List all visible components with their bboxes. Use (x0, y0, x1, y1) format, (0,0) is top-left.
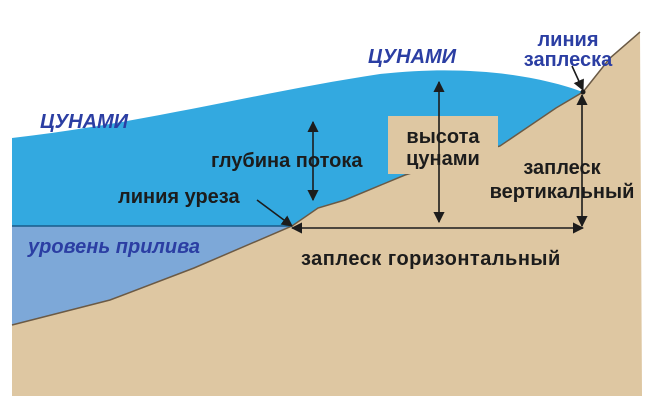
tsunami-height-label-line2: цунами (406, 148, 480, 170)
shoreline-label: линия уреза (118, 186, 240, 208)
shoreline-pointer (256, 199, 293, 227)
tsunami-label-top: ЦУНАМИ (368, 46, 457, 68)
runup-line-pointer (571, 65, 584, 92)
tsunami-label-left: ЦУНАМИ (40, 111, 129, 133)
flow-depth-label: глубина потока (211, 150, 363, 172)
runup-line-label-line1: линия (537, 29, 599, 51)
land (12, 32, 642, 396)
runup-line-label-line2: заплеска (523, 49, 613, 71)
vertical-runup-label-line1: заплеск (523, 157, 601, 179)
tide-level-label: уровень прилива (28, 236, 201, 258)
runup-point (580, 89, 586, 95)
runup-line-label: линия заплеска (520, 30, 616, 70)
tide-water (12, 226, 292, 325)
tsunami-height-label-line1: высота (406, 126, 480, 148)
horizontal-runup-label: заплеск горизонтальный (301, 248, 561, 270)
vertical-runup-label: заплеск вертикальный (482, 156, 642, 204)
vertical-runup-label-line2: вертикальный (489, 181, 635, 203)
land-surface-line (11, 31, 641, 326)
tsunami-height-label: высота цунами (390, 126, 496, 170)
